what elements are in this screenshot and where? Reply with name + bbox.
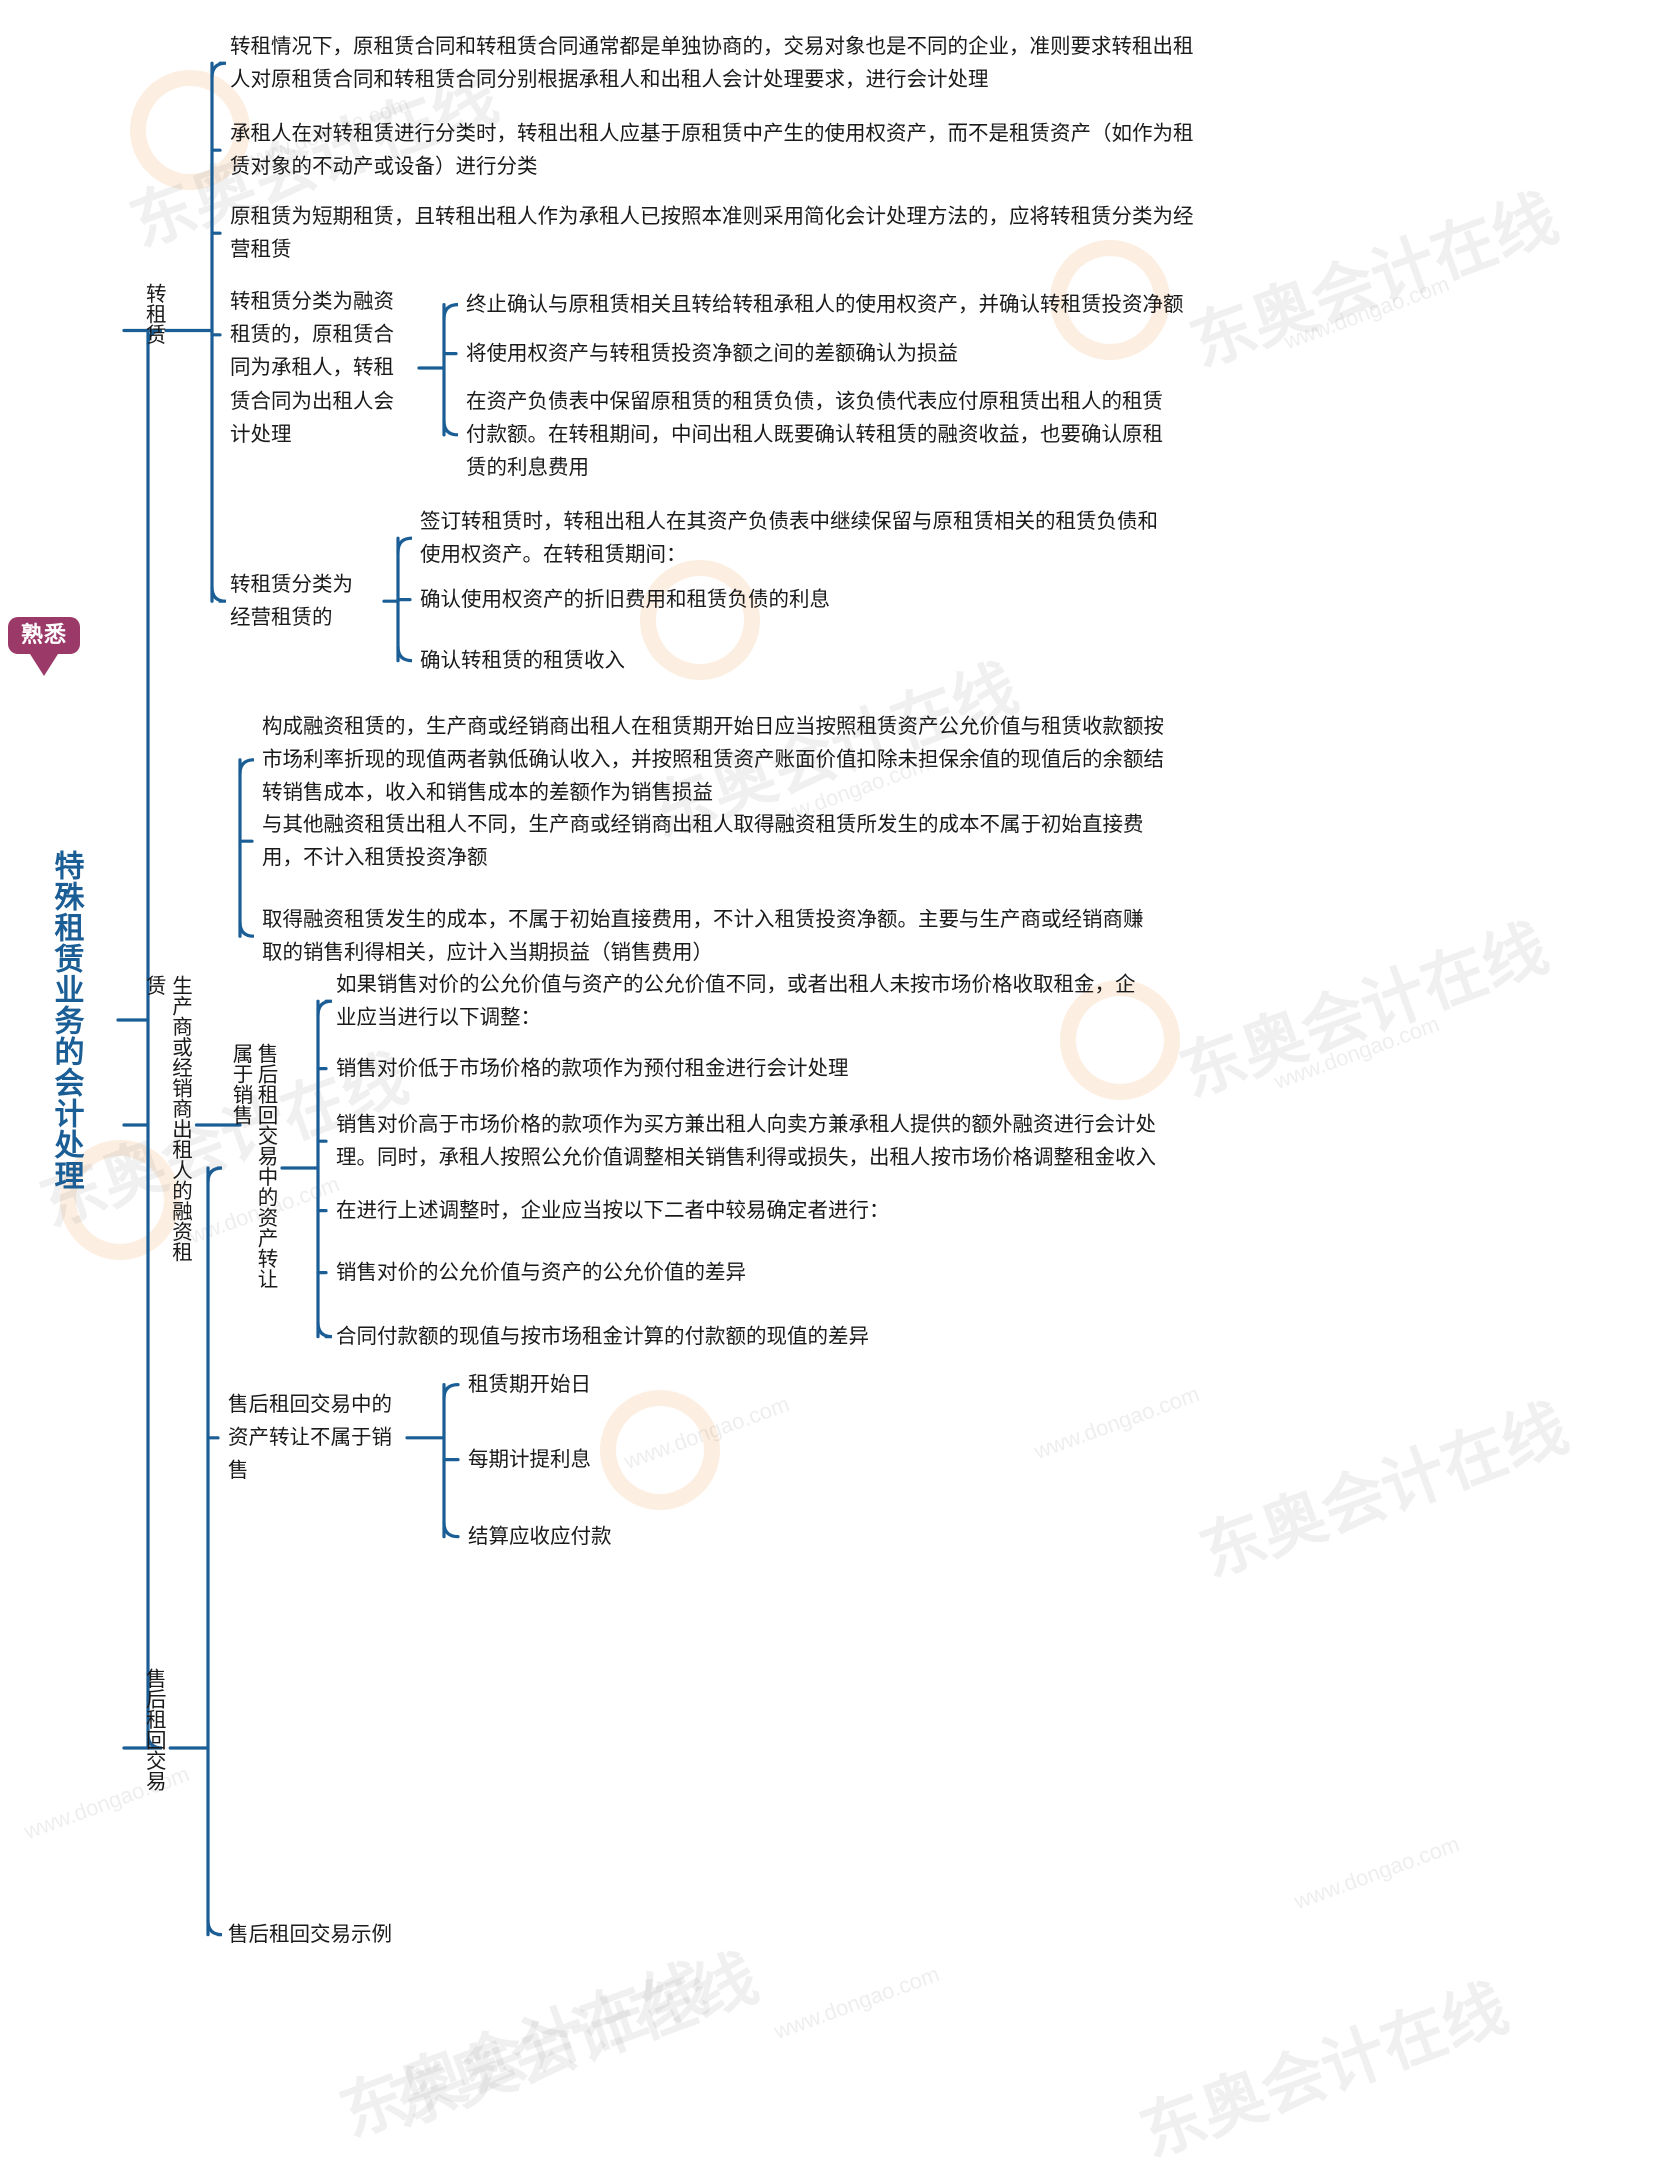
is-sale-item-5[interactable]: 销售对价的公允价值与资产的公允价值的差异 — [336, 1261, 746, 1284]
sublease-finance-item-2[interactable]: 将使用权资产与转租赁投资净额之间的差额确认为损益 — [466, 342, 958, 365]
badge-label: 熟悉 — [8, 617, 81, 654]
sublease-item-3[interactable]: 原租赁为短期租赁，且转租出租人作为承租人已按照本准则采用简化会计处理方法的，应将… — [230, 205, 1194, 262]
is-sale-item-3[interactable]: 销售对价高于市场价格的款项作为买方兼出租人向卖方兼承租人提供的额外融资进行会计处… — [336, 1113, 1156, 1170]
branch-manufacturer-lease-label[interactable]: 生产商或经销商出租人的融资租赁 — [142, 975, 192, 1262]
not-sale-item-3[interactable]: 结算应收应付款 — [468, 1525, 612, 1548]
not-sale-item-2[interactable]: 每期计提利息 — [468, 1448, 591, 1471]
manufacturer-lease-item-3[interactable]: 取得融资租赁发生的成本，不属于初始直接费用，不计入租赁投资净额。主要与生产商或经… — [262, 908, 1144, 965]
badge-tail — [30, 654, 58, 676]
not-sale-item-1[interactable]: 租赁期开始日 — [468, 1373, 591, 1396]
manufacturer-lease-item-1[interactable]: 构成融资租赁的，生产商或经销商出租人在租赁期开始日应当按照租赁资产公允价值与租赁… — [262, 715, 1164, 805]
branch-sublease-label[interactable]: 转租赁 — [142, 283, 166, 345]
is-sale-item-1[interactable]: 如果销售对价的公允价值与资产的公允价值不同，或者出租人未按市场价格收取租金，企 … — [336, 973, 1136, 1030]
sublease-finance-item-3[interactable]: 在资产负债表中保留原租赁的租赁负债，该负债代表应付原租赁出租人的租赁 付款额。在… — [466, 390, 1163, 480]
sublease-item-2[interactable]: 承租人在对转租赁进行分类时，转租出租人应基于原租赁中产生的使用权资产，而不是租赁… — [230, 122, 1194, 179]
sale-leaseback-is-sale-label[interactable]: 售后租回交易中的资产转让属于销售 — [229, 1043, 277, 1289]
sublease-operating-item-2[interactable]: 确认使用权资产的折旧费用和租赁负债的利息 — [420, 588, 830, 611]
is-sale-item-4[interactable]: 在进行上述调整时，企业应当按以下二者中较易确定者进行： — [336, 1199, 890, 1222]
root-node[interactable]: 特殊租赁业务的会计处理 — [18, 740, 114, 1300]
is-sale-item-2[interactable]: 销售对价低于市场价格的款项作为预付租金进行会计处理 — [336, 1057, 849, 1080]
is-sale-item-6[interactable]: 合同付款额的现值与按市场租金计算的付款额的现值的差异 — [336, 1325, 869, 1348]
sublease-item-1[interactable]: 转租情况下，原租赁合同和转租赁合同通常都是单独协商的，交易对象也是不同的企业，准… — [230, 35, 1194, 92]
sublease-finance-item-1[interactable]: 终止确认与原租赁相关且转给转租承租人的使用权资产，并确认转租赁投资净额 — [466, 293, 1184, 316]
root-node-title: 特殊租赁业务的会计处理 — [49, 849, 83, 1191]
difficulty-badge: 熟悉 — [8, 617, 81, 676]
sale-leaseback-not-sale-label[interactable]: 售后租回交易中的 资产转让不属于销 售 — [228, 1393, 392, 1483]
branch-sale-leaseback-label[interactable]: 售后租回交易 — [142, 1668, 166, 1791]
sublease-operating-item-3[interactable]: 确认转租赁的租赁收入 — [420, 649, 625, 672]
sublease-operating-item-1[interactable]: 签订转租赁时，转租出租人在其资产负债表中继续保留与原租赁相关的租赁负债和 使用权… — [420, 510, 1158, 567]
sublease-finance-group-label[interactable]: 转租赁分类为融资 租赁的，原租赁合 同为承租人，转租 赁合同为出租人会 计处理 — [230, 290, 394, 446]
sale-leaseback-example[interactable]: 售后租回交易示例 — [228, 1923, 392, 1946]
manufacturer-lease-item-2[interactable]: 与其他融资租赁出租人不同，生产商或经销商出租人取得融资租赁所发生的成本不属于初始… — [262, 813, 1144, 870]
sublease-operating-group-label[interactable]: 转租赁分类为 经营租赁的 — [230, 573, 353, 630]
